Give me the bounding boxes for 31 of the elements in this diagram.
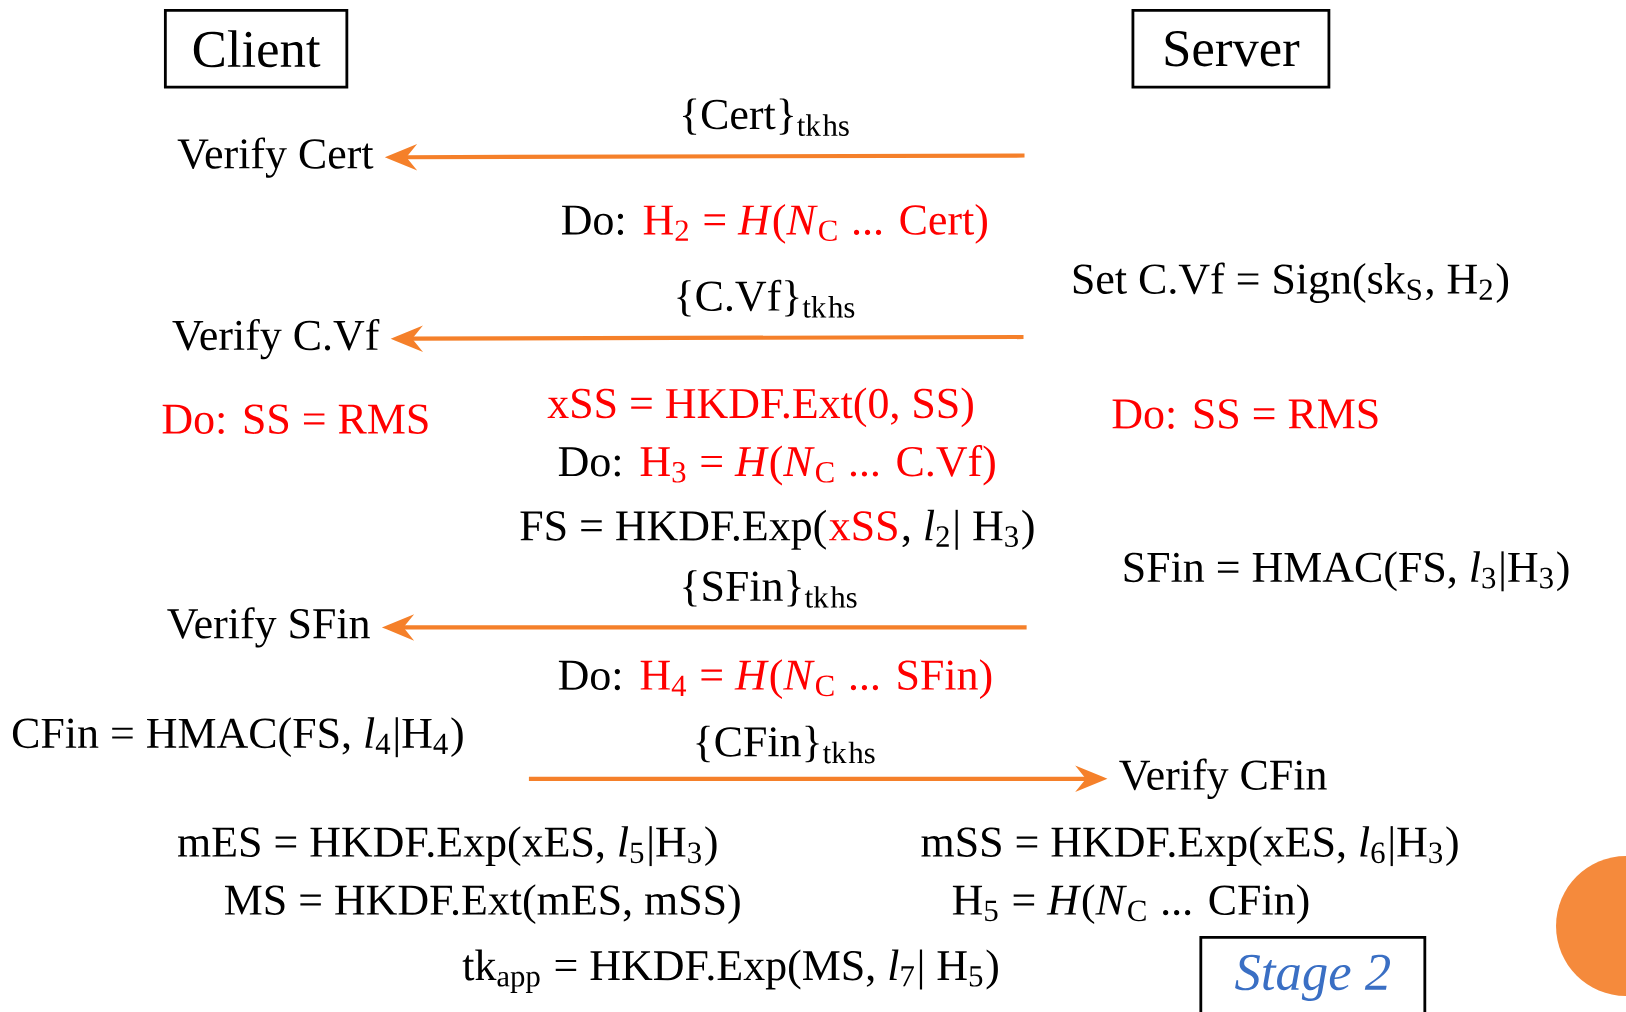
equation-text: H$_{2}$ = H(N$_{C}$ ... Cert): [643, 203, 987, 244]
edge-label: {CFin}$_{tkhs}$: [689, 722, 881, 767]
equation-text: SFin = HMAC(FS, l$_{3}$|H$_{3}$): [1124, 551, 1569, 592]
equation-text: MS = HKDF.Ext(mES, mSS): [225, 884, 740, 924]
step-text: Do: SS = RMS: [1112, 399, 1378, 429]
step-text: Verify C.Vf: [172, 318, 380, 360]
equation-text: , l$_{2}$| H$_{3}$): [902, 509, 1034, 550]
equation-text: CFin = HMAC(FS, l$_{4}$|H$_{4}$): [12, 717, 463, 758]
step-text: Do:: [562, 205, 624, 235]
equation-text: H$_{5}$ = H(N$_{C}$ ... CFin): [952, 884, 1309, 924]
stage-box: Stage 2: [1199, 936, 1427, 1012]
step-text: Do:: [558, 447, 620, 477]
step-text: Do: SS = RMS: [162, 404, 428, 435]
equation-text: Set C.Vf = Sign(sk$_{S}$, H$_{2}$): [1073, 262, 1509, 303]
edge-label: {SFin}$_{tkhs}$: [675, 566, 863, 612]
equation-text: H$_{4}$ = H(N$_{C}$ ... SFin): [640, 659, 992, 699]
step-text: Do:: [558, 660, 620, 691]
label-box: Client: [163, 8, 349, 89]
equation-text: FS = HKDF.Exp(: [520, 509, 826, 550]
equation-text: tk$_{app}$ = HKDF.Exp(MS, l$_{7}$| H$_{5}$): [462, 949, 998, 993]
equation-text: mES = HKDF.Exp(xES, l$_{5}$|H$_{3}$): [177, 826, 717, 867]
equation-text: xSS = HKDF.Ext(0, SS): [547, 387, 973, 428]
equation-text: xSS: [829, 511, 897, 541]
edge-label: {Cert}$_{tkhs}$: [675, 94, 856, 140]
step-text: Verify SFin: [167, 607, 370, 648]
step-text: Verify Cert: [177, 137, 374, 178]
edge-label: {C.Vf}$_{tkhs}$: [670, 276, 861, 322]
label-box: Server: [1131, 8, 1331, 89]
equation-text: H$_{3}$ = H(N$_{C}$ ... C.Vf): [640, 445, 995, 486]
equation-text: mSS = HKDF.Exp(xES, l$_{6}$|H$_{3}$): [921, 826, 1458, 867]
step-text: Verify CFin: [1119, 758, 1327, 799]
